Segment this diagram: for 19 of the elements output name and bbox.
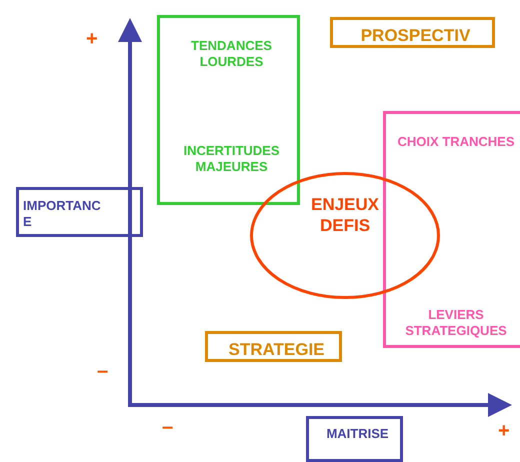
axis-sign: – — [162, 416, 174, 439]
axis-sign: + — [86, 28, 98, 51]
label-box — [330, 17, 495, 48]
label-box — [383, 111, 520, 348]
label-box — [157, 15, 300, 205]
label-box — [306, 416, 403, 462]
axis-sign: – — [97, 360, 108, 383]
node-label: STRATEGIE — [227, 339, 326, 360]
node-label: ENJEUX DEFIS — [310, 194, 380, 236]
node-label: LEVIERS STRATEGIQUES — [404, 307, 508, 340]
node-label: CHOIX TRANCHES — [396, 134, 516, 150]
node-label: IMPORTANCE — [23, 198, 102, 230]
node-label: INCERTITUDES MAJEURES — [182, 143, 281, 176]
label-box — [205, 331, 342, 362]
label-box — [16, 187, 143, 237]
node-label: PROSPECTIV — [360, 25, 472, 46]
axis-sign: + — [498, 420, 510, 443]
node-label: MAITRISE — [325, 426, 390, 442]
node-label: TENDANCES LOURDES — [190, 38, 273, 70]
